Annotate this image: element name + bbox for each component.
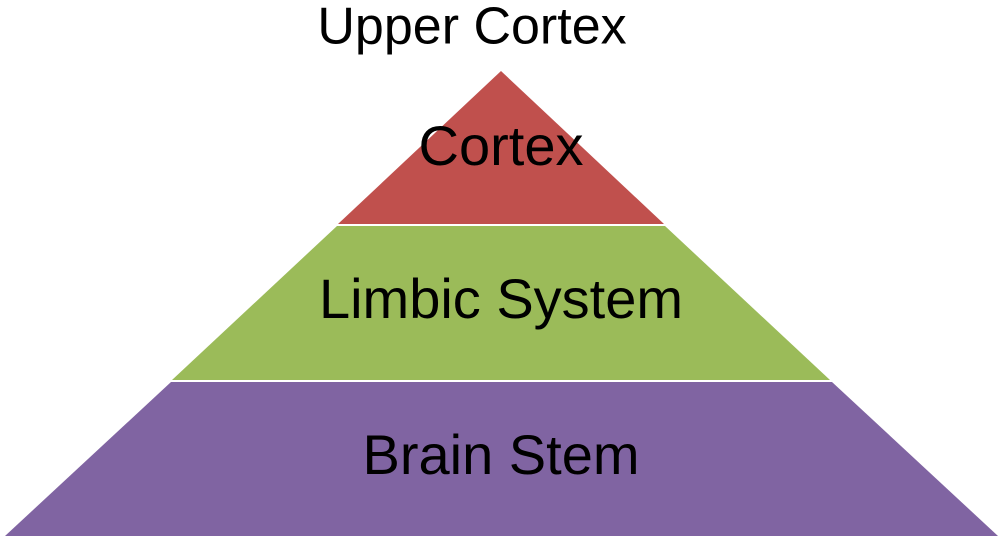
pyramid-tier-cortex (338, 71, 664, 224)
diagram-title-upper-cortex: Upper Cortex (317, 0, 626, 56)
pyramid-tier-brain-stem (5, 382, 998, 536)
pyramid-label-limbic-system: Limbic System (319, 267, 683, 330)
pyramid-tier-limbic-system (172, 226, 830, 380)
pyramid-label-brain-stem: Brain Stem (363, 423, 640, 486)
pyramid-label-cortex: Cortex (419, 114, 584, 177)
